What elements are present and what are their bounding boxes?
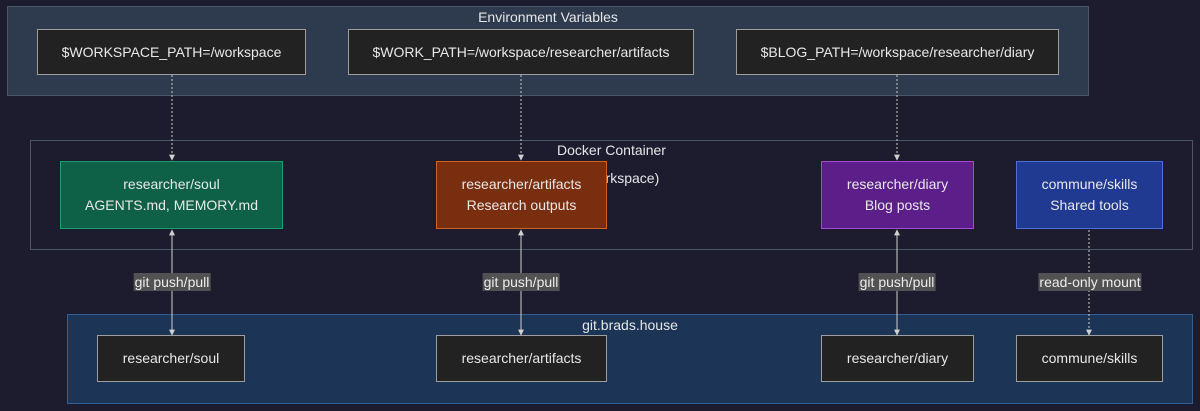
container-node-skills-title: commune/skills: [1041, 176, 1138, 192]
container-node-artifacts: researcher/artifacts Research outputs: [436, 161, 607, 229]
env-var-work-path: $WORK_PATH=/workspace/researcher/artifac…: [348, 29, 694, 75]
git-node-soul-label: researcher/soul: [122, 350, 220, 366]
git-node-diary-label: researcher/diary: [846, 350, 949, 366]
env-var-work-path-label: $WORK_PATH=/workspace/researcher/artifac…: [372, 43, 670, 60]
docker-container-subtitle: (workspace): [600, 170, 660, 186]
env-var-blog-path-label: $BLOG_PATH=/workspace/researcher/diary: [760, 43, 1035, 60]
docker-container-title: Docker Container: [557, 142, 666, 158]
edge-label-soul: git push/pull: [133, 273, 211, 291]
edge-label-diary: git push/pull: [858, 273, 936, 291]
env-var-workspace-path: $WORKSPACE_PATH=/workspace: [37, 29, 306, 75]
container-node-artifacts-title: researcher/artifacts: [461, 176, 582, 192]
git-node-artifacts: researcher/artifacts: [436, 335, 607, 382]
git-node-skills-label: commune/skills: [1041, 350, 1138, 366]
edge-label-skills: read-only mount: [1038, 273, 1142, 291]
git-node-soul: researcher/soul: [97, 335, 245, 382]
git-node-artifacts-label: researcher/artifacts: [461, 350, 582, 366]
container-node-diary: researcher/diary Blog posts: [821, 161, 974, 229]
container-node-soul: researcher/soul AGENTS.md, MEMORY.md: [60, 161, 283, 229]
git-server-group: git.brads.house: [67, 314, 1193, 404]
edge-label-artifacts: git push/pull: [482, 273, 560, 291]
container-node-skills-subtitle: Shared tools: [1050, 197, 1129, 213]
git-node-skills: commune/skills: [1016, 335, 1163, 382]
container-node-soul-title: researcher/soul: [123, 176, 220, 192]
container-node-artifacts-subtitle: Research outputs: [466, 197, 577, 213]
git-node-diary: researcher/diary: [821, 335, 974, 382]
env-var-workspace-path-label: $WORKSPACE_PATH=/workspace: [61, 43, 282, 60]
environment-variables-title: Environment Variables: [478, 9, 618, 25]
git-server-title: git.brads.house: [582, 317, 678, 333]
container-node-diary-subtitle: Blog posts: [864, 197, 931, 213]
env-var-blog-path: $BLOG_PATH=/workspace/researcher/diary: [736, 29, 1059, 75]
container-node-diary-title: researcher/diary: [846, 176, 949, 192]
container-node-skills: commune/skills Shared tools: [1016, 161, 1163, 229]
container-node-soul-subtitle: AGENTS.md, MEMORY.md: [85, 197, 258, 213]
